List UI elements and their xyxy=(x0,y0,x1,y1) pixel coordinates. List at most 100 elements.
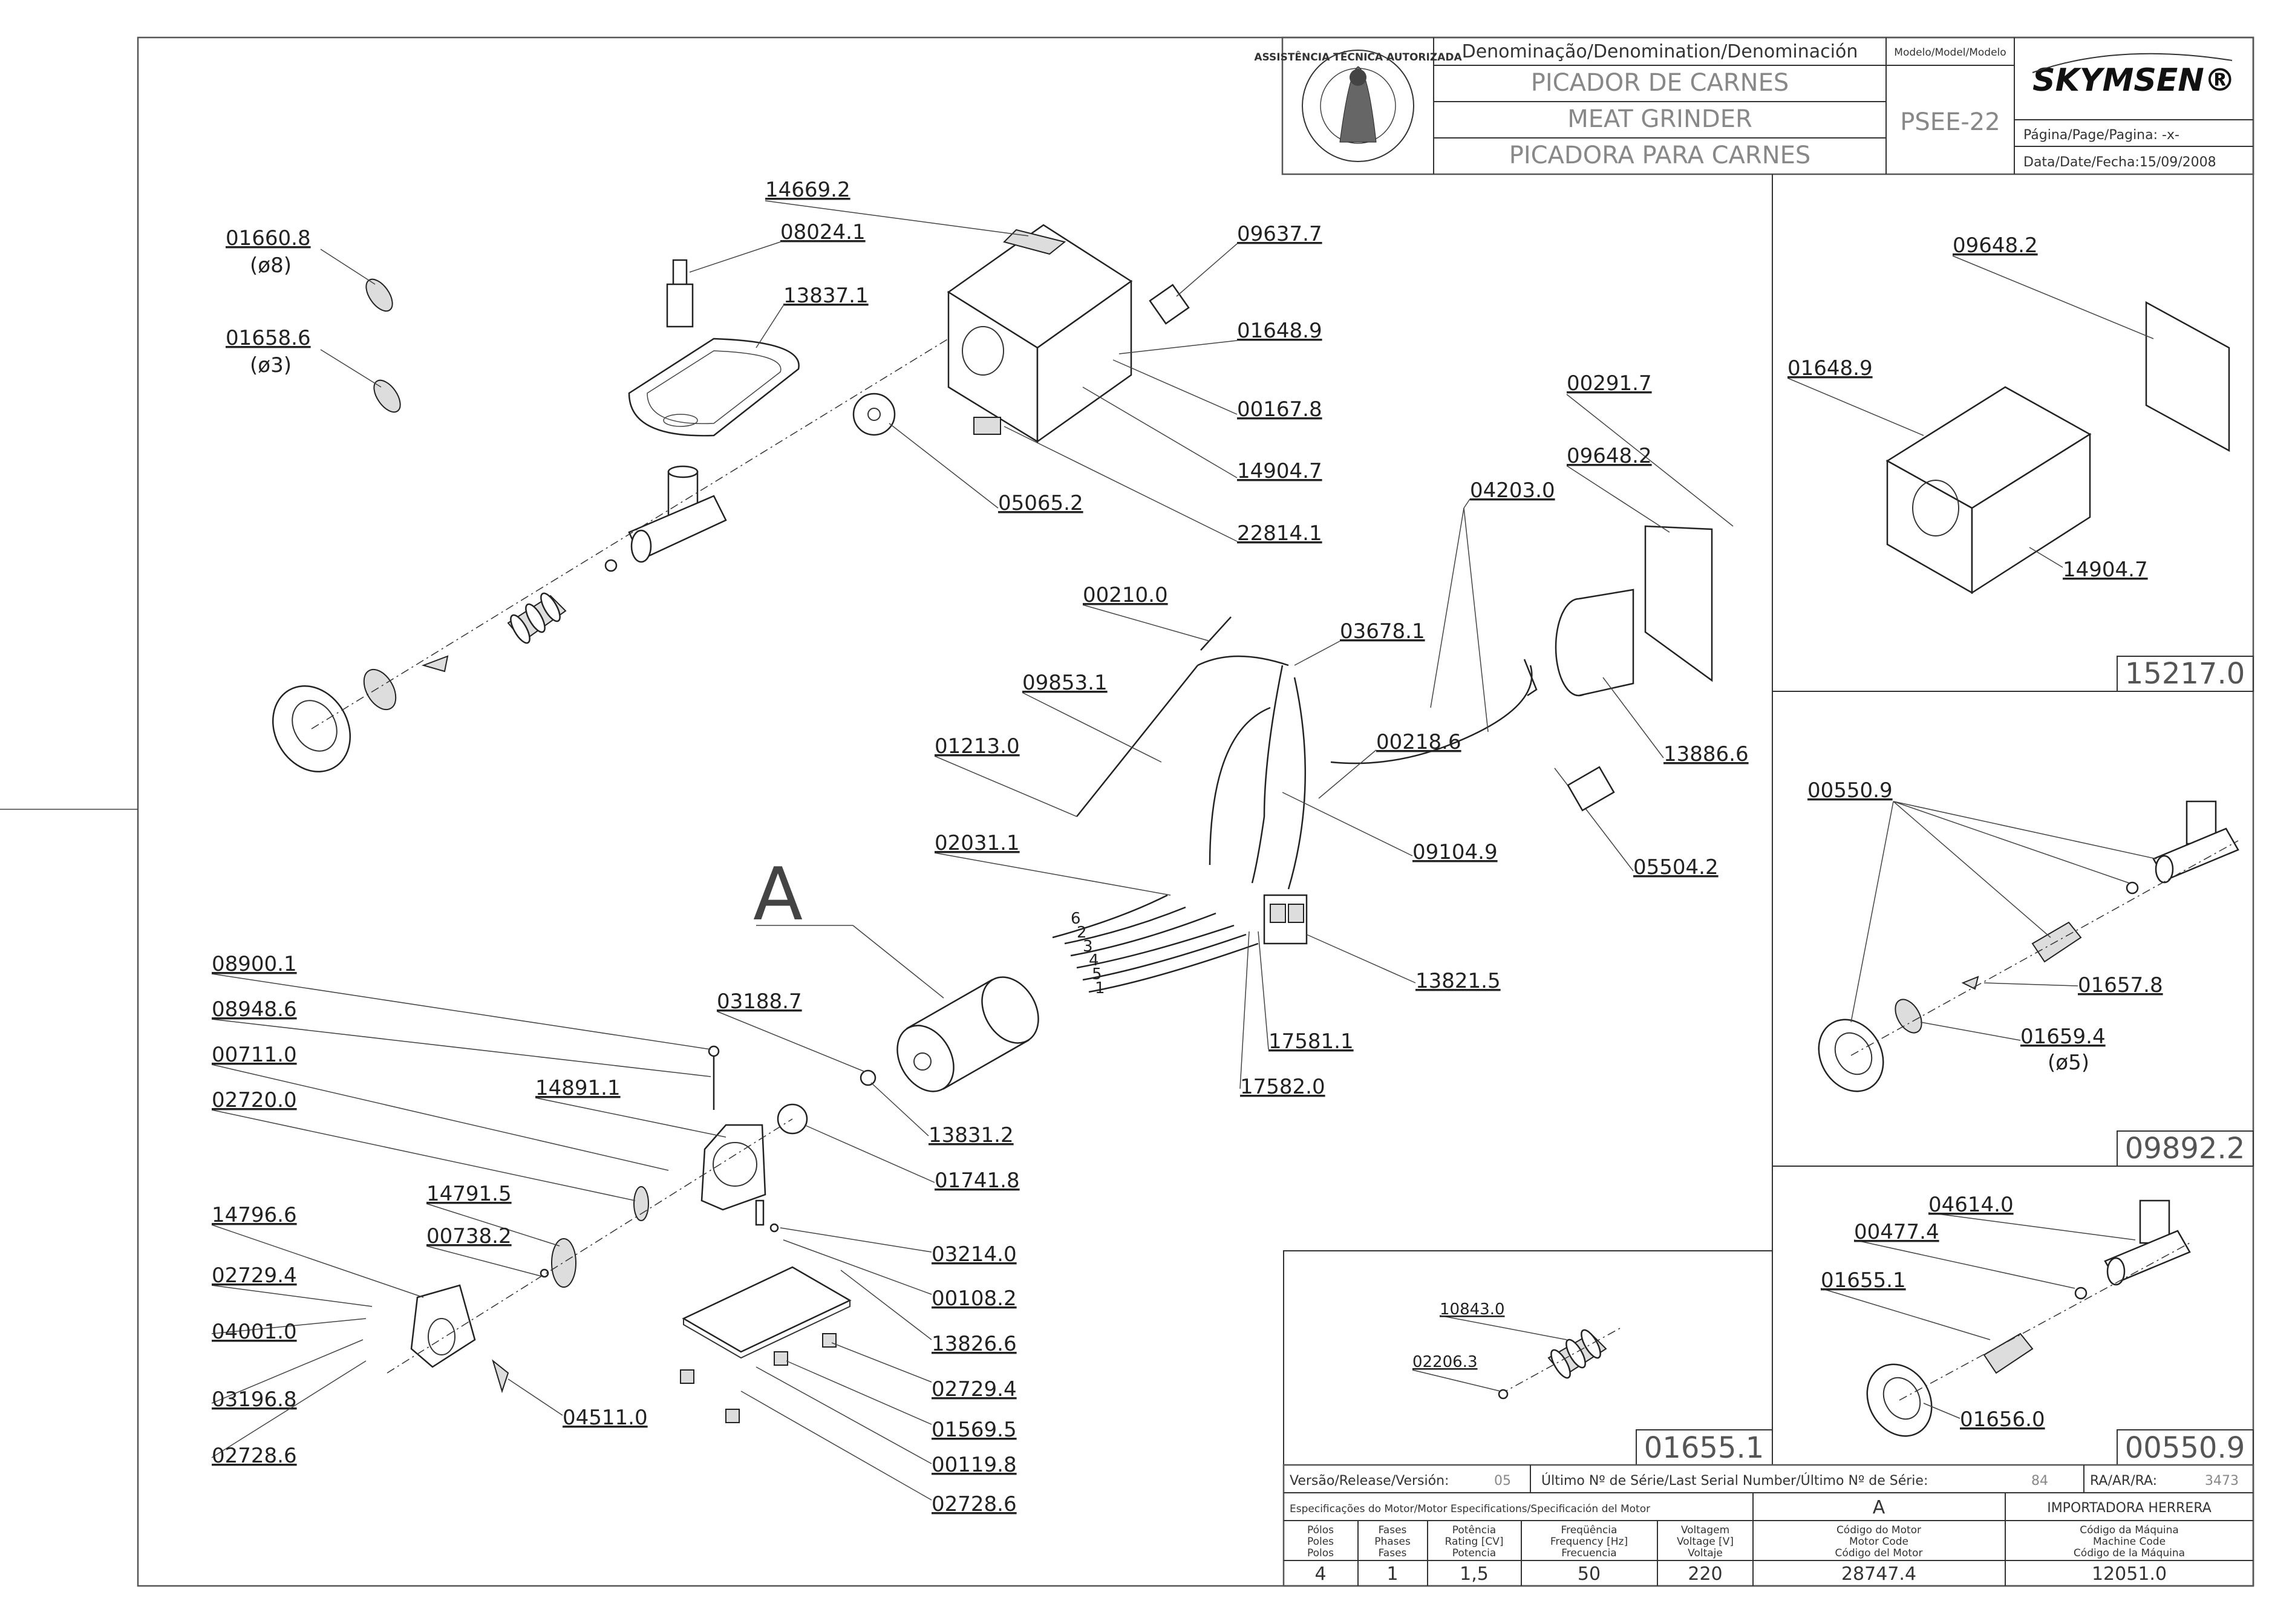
svg-text:Potência: Potência xyxy=(1452,1524,1496,1536)
svg-text:220: 220 xyxy=(1688,1564,1722,1585)
svg-text:17582.0: 17582.0 xyxy=(1240,1075,1325,1099)
svg-text:01659.4: 01659.4 xyxy=(2020,1025,2106,1049)
main-exploded-view xyxy=(272,224,1713,1423)
svg-text:02206.3: 02206.3 xyxy=(1412,1353,1478,1371)
ra-label: RA/AR/RA: xyxy=(2090,1473,2157,1489)
seal-text: ASSISTÊNCIA TÉCNICA AUTORIZADA xyxy=(1254,50,1462,64)
callout-01658-6-dia: (ø3) xyxy=(250,353,292,377)
svg-text:03196.8: 03196.8 xyxy=(212,1388,297,1412)
svg-text:5: 5 xyxy=(1092,965,1102,983)
svg-text:09892.2: 09892.2 xyxy=(2125,1132,2245,1166)
svg-text:04614.0: 04614.0 xyxy=(1928,1193,2014,1217)
svg-text:01648.9: 01648.9 xyxy=(1787,356,1873,380)
motor-spec-label: Especificações do Motor/Motor Especifica… xyxy=(1290,1503,1650,1515)
svg-text:Código do Motor: Código do Motor xyxy=(1836,1524,1921,1536)
base-plate xyxy=(682,1266,852,1359)
svg-text:01569.5: 01569.5 xyxy=(932,1418,1017,1442)
motor-spec-table: Versão/Release/Versión: 05 Último Nº de … xyxy=(1282,1464,2254,1587)
svg-text:28747.4: 28747.4 xyxy=(1841,1564,1916,1585)
gear-14791 xyxy=(551,1238,576,1288)
detail-15217: 09648.2 01648.9 14904.7 xyxy=(1787,233,2230,595)
svg-text:00108.2: 00108.2 xyxy=(932,1286,1017,1311)
svg-text:05504.2: 05504.2 xyxy=(1633,855,1719,879)
svg-text:10843.0: 10843.0 xyxy=(1440,1300,1505,1319)
svg-text:09853.1: 09853.1 xyxy=(1022,671,1108,695)
washer-05065 xyxy=(852,393,896,436)
svg-text:2: 2 xyxy=(1077,924,1087,942)
svg-text:Voltagem: Voltagem xyxy=(1681,1524,1729,1536)
svg-text:00711.0: 00711.0 xyxy=(212,1043,297,1067)
svg-text:Potencia: Potencia xyxy=(1452,1547,1496,1559)
label-22814 xyxy=(973,417,1001,435)
brand-logo: SKYMSEN® xyxy=(2032,62,2236,99)
svg-text:02728.6: 02728.6 xyxy=(932,1492,1017,1516)
svg-text:13886.6: 13886.6 xyxy=(1663,742,1749,766)
rear-panel xyxy=(1644,525,1713,682)
svg-text:00550.9: 00550.9 xyxy=(2125,1431,2245,1465)
serial-value: 84 xyxy=(2031,1473,2048,1489)
svg-text:02729.4: 02729.4 xyxy=(932,1377,1017,1401)
svg-text:03214.0: 03214.0 xyxy=(932,1242,1017,1267)
svg-text:00210.0: 00210.0 xyxy=(1083,583,1168,607)
svg-text:Frequency [Hz]: Frequency [Hz] xyxy=(1550,1536,1628,1548)
svg-text:01655.1: 01655.1 xyxy=(1821,1268,1906,1293)
svg-text:01648.9: 01648.9 xyxy=(1237,319,1322,343)
spec-col-phases: Fases Phases Fases 1 xyxy=(1374,1524,1411,1585)
svg-text:14669.2: 14669.2 xyxy=(765,178,850,202)
svg-text:09648.2: 09648.2 xyxy=(1567,444,1652,468)
svg-text:Pólos: Pólos xyxy=(1307,1524,1334,1536)
svg-text:22814.1: 22814.1 xyxy=(1237,521,1322,546)
svg-text:04203.0: 04203.0 xyxy=(1470,478,1555,503)
svg-text:Voltage [V]: Voltage [V] xyxy=(1677,1536,1734,1548)
svg-text:02031.1: 02031.1 xyxy=(935,831,1020,855)
svg-text:09104.9: 09104.9 xyxy=(1412,840,1498,864)
svg-text:Voltaje: Voltaje xyxy=(1688,1547,1723,1559)
wiring-harness xyxy=(1052,655,1533,993)
svg-text:Fases: Fases xyxy=(1379,1524,1407,1536)
callouts-main: 01660.8 (ø8) 01658.6 (ø3) 14669.2 08024.… xyxy=(211,178,1749,1516)
ra-value: 3473 xyxy=(2205,1473,2239,1489)
svg-text:14791.5: 14791.5 xyxy=(426,1182,512,1206)
detail-09892: 00550.9 01657.8 01659.4 (ø5) xyxy=(1807,778,2239,1092)
lever-04511 xyxy=(492,1359,509,1394)
gear-02720 xyxy=(633,1186,649,1221)
spec-col-frequency: Freqüência Frequency [Hz] Frecuencia 50 xyxy=(1550,1524,1628,1585)
screen-3mm xyxy=(373,379,401,413)
product-name-pt: PICADOR DE CARNES xyxy=(1531,69,1789,97)
svg-text:Código del Motor: Código del Motor xyxy=(1835,1547,1923,1559)
svg-text:00291.7: 00291.7 xyxy=(1567,371,1652,396)
svg-text:50: 50 xyxy=(1578,1564,1601,1585)
screw-03214 xyxy=(769,1223,779,1233)
svg-text:08900.1: 08900.1 xyxy=(212,952,297,976)
front-cover xyxy=(410,1284,476,1368)
svg-text:15217.0: 15217.0 xyxy=(2125,657,2245,691)
front-plate xyxy=(363,668,397,711)
svg-text:09648.2: 09648.2 xyxy=(1953,233,2038,258)
svg-text:Motor Code: Motor Code xyxy=(1849,1536,1908,1548)
coupling-03188 xyxy=(860,1069,877,1086)
screen-8mm xyxy=(365,278,393,312)
power-cord-plug xyxy=(1523,659,1538,697)
box-01655-tag: 01655.1 xyxy=(1636,1429,1773,1466)
svg-text:14796.6: 14796.6 xyxy=(212,1203,297,1227)
release-label: Versão/Release/Versión: xyxy=(1290,1473,1449,1489)
motor-letter-a: A xyxy=(753,853,803,937)
svg-text:17581.1: 17581.1 xyxy=(1268,1029,1354,1054)
denomination-header: Denominação/Denomination/Denominación xyxy=(1462,41,1858,62)
svg-text:00477.4: 00477.4 xyxy=(1854,1220,1939,1244)
svg-text:12051.0: 12051.0 xyxy=(2092,1564,2167,1585)
svg-text:01655.1: 01655.1 xyxy=(1644,1431,1765,1465)
svg-text:13821.5: 13821.5 xyxy=(1415,969,1501,993)
detail-00550: 04614.0 00477.4 01655.1 01656.0 xyxy=(1820,1193,2191,1437)
callout-01658-6: 01658.6 xyxy=(226,326,311,350)
model-header: Modelo/Model/Modelo xyxy=(1894,47,2006,59)
small-washer xyxy=(604,559,618,572)
svg-text:02729.4: 02729.4 xyxy=(212,1264,297,1288)
serial-label: Último Nº de Série/Last Serial Number/Úl… xyxy=(1541,1473,1928,1489)
box-00550-tag: 00550.9 xyxy=(2117,1429,2254,1466)
gearbox xyxy=(700,1124,766,1226)
authorized-service-seal: ASSISTÊNCIA TÉCNICA AUTORIZADA xyxy=(1254,50,1462,162)
outer-border xyxy=(137,36,2254,1587)
svg-text:1,5: 1,5 xyxy=(1460,1564,1489,1585)
detail-01655: 10843.0 02206.3 xyxy=(1412,1300,1622,1400)
